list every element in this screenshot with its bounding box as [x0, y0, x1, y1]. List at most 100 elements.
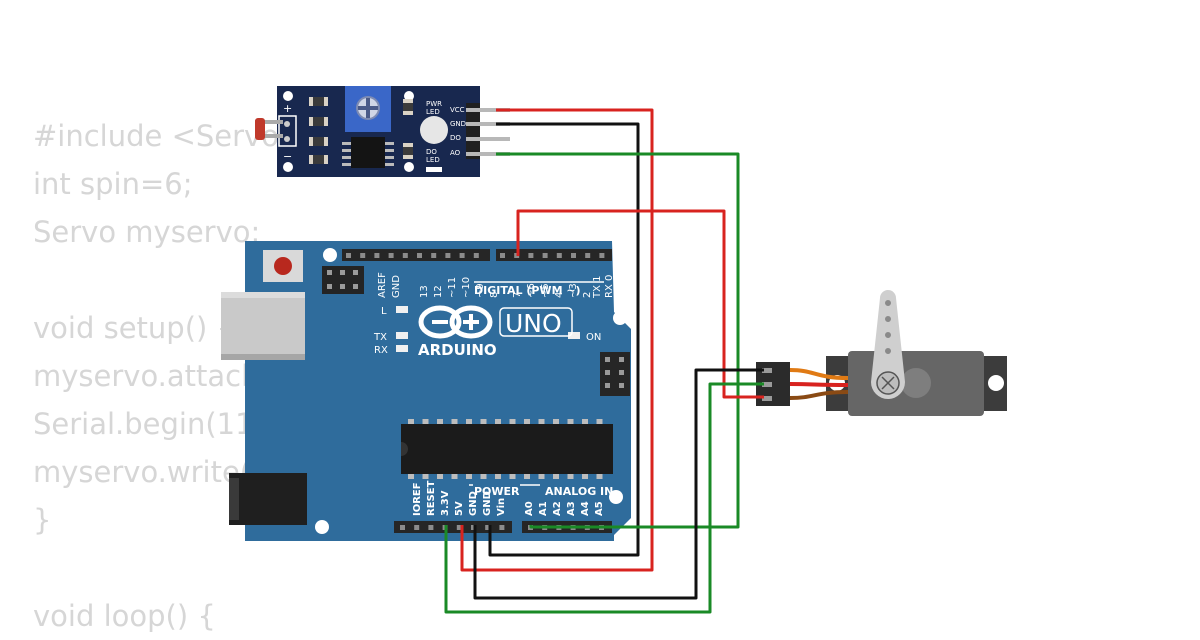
- chip-pin: [567, 474, 574, 479]
- header-pin-hole[interactable]: [346, 253, 351, 258]
- header-pin-hole[interactable]: [500, 253, 505, 258]
- digital-pin-label: ~11: [447, 277, 458, 298]
- led-rx: [396, 345, 408, 352]
- ldr-lead: [255, 134, 283, 138]
- power-pin-label: RESET: [426, 480, 437, 516]
- digital-pin-label: AREF: [377, 272, 388, 298]
- usb-port[interactable]: [221, 292, 305, 360]
- sensor-pin-do[interactable]: [466, 137, 510, 141]
- wires: [444, 108, 764, 614]
- sensor-mount-hole: [283, 91, 293, 101]
- chip-pin: [437, 474, 443, 479]
- chip-pin: [480, 419, 487, 424]
- sensor-mount-hole: [283, 162, 293, 172]
- digital-pin-label: 13: [419, 285, 430, 298]
- light-sensor-module[interactable]: + − PWR LED: [255, 86, 510, 177]
- photoresistor-icon: [255, 118, 265, 140]
- header-pin-hole[interactable]: [485, 525, 491, 530]
- header-pin-hole[interactable]: [528, 253, 534, 258]
- led-tx: [396, 332, 408, 339]
- sensor-mount-hole: [404, 162, 414, 172]
- servo-motor[interactable]: [756, 290, 1007, 416]
- arduino-mount-hole: [315, 520, 329, 534]
- wire-pin6-to-servo-signal[interactable]: [516, 209, 764, 399]
- servo-cable-signal: [789, 368, 849, 380]
- digital-pin-label: ~3: [568, 283, 579, 298]
- header-pin-hole[interactable]: [428, 525, 434, 530]
- chip-pin: [582, 474, 588, 479]
- digital-pin-label: ~6: [526, 283, 537, 298]
- header-pin-hole[interactable]: [456, 525, 462, 530]
- chip-pin: [466, 419, 472, 424]
- sensor-pin-ao[interactable]: [466, 152, 510, 156]
- wire-servo-3v3[interactable]: [444, 382, 764, 614]
- digital-pin-label: 7: [512, 292, 523, 298]
- analog-pin-label: A5: [594, 501, 605, 516]
- analog-pin-label: A1: [538, 501, 549, 516]
- led-tx-label: TX: [373, 332, 387, 343]
- ldr-socket: [278, 115, 297, 147]
- ldr-pad: [284, 121, 290, 127]
- header-pin-hole[interactable]: [402, 253, 408, 258]
- sensor-pin-gnd[interactable]: [466, 122, 510, 126]
- icsp-header-2: [600, 352, 630, 396]
- header-pin-hole[interactable]: [360, 253, 366, 258]
- header-pin-hole[interactable]: [556, 253, 562, 258]
- do-led-label: LED: [426, 156, 440, 164]
- chip-pin: [495, 474, 501, 479]
- wire-sensor-gnd-to-gnd[interactable]: [488, 122, 640, 557]
- power-pin-label: GND: [482, 491, 493, 516]
- chip-pin: [538, 419, 545, 424]
- board-model-label: UNO: [505, 309, 562, 338]
- wire-sensor-vcc-to-5v[interactable]: [460, 108, 654, 572]
- header-pin-hole[interactable]: [585, 253, 591, 258]
- chip-pin: [437, 419, 443, 424]
- header-pin-hole[interactable]: [400, 525, 405, 530]
- power-pin-label: 5V: [454, 501, 465, 516]
- code-line: int spin=6;: [33, 167, 193, 201]
- header-pin-hole[interactable]: [414, 525, 420, 530]
- header-pin-hole[interactable]: [499, 525, 505, 530]
- header-pin-hole[interactable]: [459, 253, 465, 258]
- digital-pin-label: 2: [582, 292, 593, 298]
- header-pin-hole[interactable]: [445, 253, 451, 258]
- header-pin-hole[interactable]: [417, 253, 422, 258]
- chip-pin: [422, 419, 429, 424]
- power-pin-label: IOREF: [412, 482, 423, 516]
- sensor-pin-vcc[interactable]: [466, 108, 510, 112]
- wire-servo-gnd[interactable]: [473, 368, 764, 600]
- chip-pin: [553, 474, 559, 479]
- digital-pin-label: 12: [433, 285, 444, 298]
- header-pin-hole[interactable]: [388, 253, 394, 258]
- header-pin-hole[interactable]: [542, 253, 548, 258]
- header-pin-hole[interactable]: [374, 253, 380, 258]
- pwr-led-label: LED: [426, 108, 440, 116]
- digital-pin-label: ~9: [475, 283, 486, 298]
- do-led-label: DO: [426, 148, 437, 156]
- pwr-led-label: PWR: [426, 100, 442, 108]
- header-pin-hole[interactable]: [431, 253, 437, 258]
- header-pin-hole[interactable]: [599, 253, 605, 258]
- chip-pin: [538, 474, 545, 479]
- power-jack[interactable]: [229, 473, 307, 525]
- digital-pin-label: 8: [489, 292, 500, 298]
- servo-horn[interactable]: [871, 290, 905, 399]
- digital-pin-label: GND: [391, 275, 402, 298]
- analog-pin-label: A0: [524, 501, 535, 516]
- sensor-minus-label: −: [283, 150, 292, 163]
- arduino-mount-hole: [609, 490, 623, 504]
- chip-pin: [422, 474, 429, 479]
- chip-pin: [480, 474, 487, 479]
- digital-pin-label: TX 1: [592, 276, 603, 300]
- digital-pin-label: ~10: [461, 277, 472, 298]
- code-line: Servo myservo;: [33, 215, 261, 249]
- analog-pin-label: A3: [566, 501, 577, 516]
- chip-pin: [495, 419, 501, 424]
- sensor-pin-do-label: DO: [450, 134, 461, 142]
- wire-sensor-ao-to-a0[interactable]: [496, 152, 740, 529]
- analog-pin-label: A4: [580, 501, 591, 516]
- header-pin-hole[interactable]: [571, 253, 576, 258]
- header-pin-hole[interactable]: [473, 253, 479, 258]
